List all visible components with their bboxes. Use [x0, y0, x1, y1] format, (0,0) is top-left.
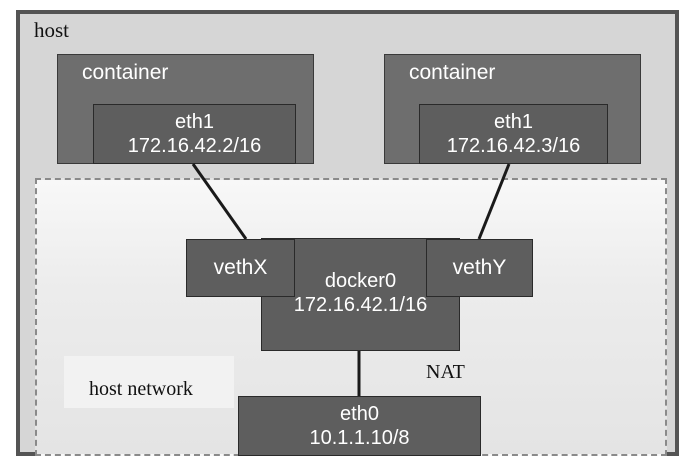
vethx-label: vethX	[213, 256, 268, 279]
docker0-name: docker0	[324, 270, 397, 292]
vethx-interface: vethX	[186, 239, 295, 297]
host-network-label: host network	[89, 378, 193, 400]
eth0-name: eth0	[340, 403, 379, 425]
container-left-eth1-ip: 172.16.42.2/16	[127, 135, 262, 157]
vethy-label: vethY	[452, 256, 507, 279]
host-eth0: eth0 10.1.1.10/8	[238, 396, 481, 456]
container-left-label: container	[82, 61, 169, 84]
host-network-label-background	[64, 356, 234, 408]
container-right-eth1-name: eth1	[494, 111, 533, 133]
eth0-ip: 10.1.1.10/8	[309, 427, 410, 449]
container-left-eth1: eth1 172.16.42.2/16	[93, 104, 296, 164]
vethy-interface: vethY	[426, 239, 533, 297]
docker0-ip: 172.16.42.1/16	[293, 294, 428, 316]
host-label: host	[34, 18, 70, 42]
container-right-eth1-ip: 172.16.42.3/16	[446, 135, 581, 157]
nat-label: NAT	[426, 361, 465, 383]
container-right-label: container	[409, 61, 496, 84]
container-left-eth1-name: eth1	[175, 111, 214, 133]
container-right-eth1: eth1 172.16.42.3/16	[419, 104, 608, 164]
